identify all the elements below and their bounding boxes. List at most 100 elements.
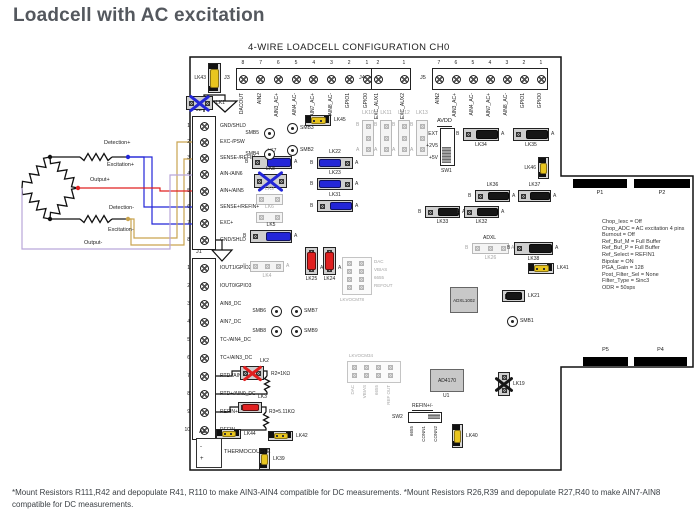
vheader-a-label: A <box>356 147 360 153</box>
pin-number: 1 <box>539 60 543 66</box>
wire-junction-dot-4 <box>47 216 53 222</box>
pin-number: 5 <box>294 60 298 66</box>
jumper-a-label: A <box>320 265 324 271</box>
jumper-a-label: A <box>355 180 359 187</box>
connector-name-J1: J1 <box>196 249 202 255</box>
wire-purple-17 <box>21 174 200 250</box>
vheader-label-LK11: LK11 <box>380 110 392 116</box>
diagram-label-5: Output- <box>84 240 103 246</box>
connector-pin-icon <box>273 74 283 84</box>
setting-line-7: PGA_Gain = 128 <box>602 265 644 272</box>
pin-label: AIN7_AC+ <box>309 93 316 117</box>
jumper-label-LK39: LK39 <box>273 455 285 462</box>
block-pin-icon <box>352 373 357 378</box>
block-pin-icon <box>359 277 364 282</box>
jumper-pin-icon <box>243 370 248 376</box>
jumper-pin-icon <box>488 246 493 251</box>
jumper-shunt <box>476 130 498 139</box>
jumper-label-LK2: LK2 <box>260 358 269 364</box>
jumper-label-LK40: LK40 <box>466 432 478 439</box>
smb-dot-icon <box>510 319 514 323</box>
jumper-endpin <box>306 116 311 123</box>
connector-pin-icon <box>256 74 266 84</box>
connector-pin-icon <box>199 407 209 417</box>
header-pin-icon <box>419 124 425 129</box>
chip-sub-label: U1 <box>443 393 450 399</box>
vheader-a-label: A <box>374 147 378 153</box>
connector-pin-icon <box>502 74 512 84</box>
jumper-endpin <box>453 425 460 430</box>
jumper-shunt-dot <box>313 119 315 122</box>
diagram-label-3: Detection- <box>109 205 135 211</box>
setting-line-0: Chop_Iexc = Off <box>602 219 642 225</box>
smb-dot-icon <box>294 329 298 333</box>
pin-label: AIN2 <box>435 93 441 105</box>
connector-pin-icon <box>199 353 209 363</box>
resistor-zigzag-3 <box>49 187 79 220</box>
smb-dot-icon <box>267 131 271 135</box>
block-side-label: VBIAS <box>374 267 388 272</box>
jumper-shunt <box>476 208 498 216</box>
connector-pin-icon <box>468 74 478 84</box>
chip-ADXL1002: ADXL1002 <box>450 287 478 313</box>
pin-label: IOUT0/GPIO3 <box>220 282 252 289</box>
header-pin-icon <box>365 135 371 141</box>
jumper-b-label: B <box>310 159 314 166</box>
diagram-label-1: Excitation+ <box>107 162 135 168</box>
smb-dot-icon <box>290 148 294 152</box>
resistor-zigzag-6 <box>263 375 271 393</box>
wire-wire-9 <box>209 406 238 413</box>
jumper-a-label: A <box>338 265 342 271</box>
jumper-label-LK5: LK5 <box>266 222 276 228</box>
jumper-shunt <box>265 232 291 241</box>
pheader-label-P2: P2 <box>658 190 666 196</box>
block-bottom-label: REF OUT <box>386 385 391 405</box>
connector-pin-icon <box>327 74 337 84</box>
jumper-shunt <box>241 404 259 411</box>
jumper-shunt <box>261 454 268 465</box>
pin-label: GPIO0 <box>537 93 543 109</box>
pin-number: 3 <box>505 60 509 66</box>
pin-number: 7 <box>259 60 262 66</box>
connector-name-J4: J4 <box>359 75 365 81</box>
jumper-label-LK24: LK24 <box>323 276 336 282</box>
jumper-endpin <box>547 264 552 271</box>
jumper-label-LK32: LK32 <box>475 219 488 225</box>
block-pin-icon <box>347 277 352 282</box>
pin-label: SENSE+/REFIN+ <box>220 203 260 210</box>
connector-pin-icon <box>309 74 319 84</box>
smb-dot-icon <box>274 329 278 333</box>
header-pin-icon <box>383 135 389 141</box>
terminal-minus-label: - <box>200 444 202 450</box>
vheader-a-label: A <box>410 147 414 153</box>
jumper-label-LK6: LK6 <box>265 204 274 210</box>
smb-dot-icon <box>267 152 271 156</box>
jumper-shunt <box>534 265 549 272</box>
jumper-b-label: B <box>245 159 249 165</box>
jumper-pin-icon <box>257 178 262 184</box>
pin-label: TC-/AIN4_DC <box>220 336 251 343</box>
jumper-label-LK26: LK26 <box>484 255 497 261</box>
jumper-b-label: B <box>507 245 511 251</box>
jumper-shunt <box>526 130 548 139</box>
pin-number: 7 <box>187 372 190 379</box>
jumper-pin-icon <box>428 209 433 215</box>
jumper-label-LK45: LK45 <box>334 117 346 123</box>
pin-label: EXC-/PSW <box>220 138 245 145</box>
wire-red-16 <box>78 187 200 192</box>
pin-label: REFIN+ <box>220 408 238 415</box>
jumper-a-label: A <box>294 233 298 239</box>
jumper-label-LK25: LK25 <box>305 276 318 282</box>
diagram-label-8: R3=5.11KΩ <box>269 409 295 415</box>
connector-pin-icon <box>199 137 209 147</box>
jumper-endpin <box>209 86 218 91</box>
jumper-pin-icon <box>276 264 281 269</box>
jumper-a-label: A <box>294 159 298 165</box>
block-pin-icon <box>347 269 352 274</box>
jumper-label-LK31: LK31 <box>329 192 341 198</box>
terminal-a1-label: A1 <box>199 429 206 435</box>
jumper-b-label: B <box>465 245 469 251</box>
diagram-label-2: Output+ <box>90 177 110 183</box>
